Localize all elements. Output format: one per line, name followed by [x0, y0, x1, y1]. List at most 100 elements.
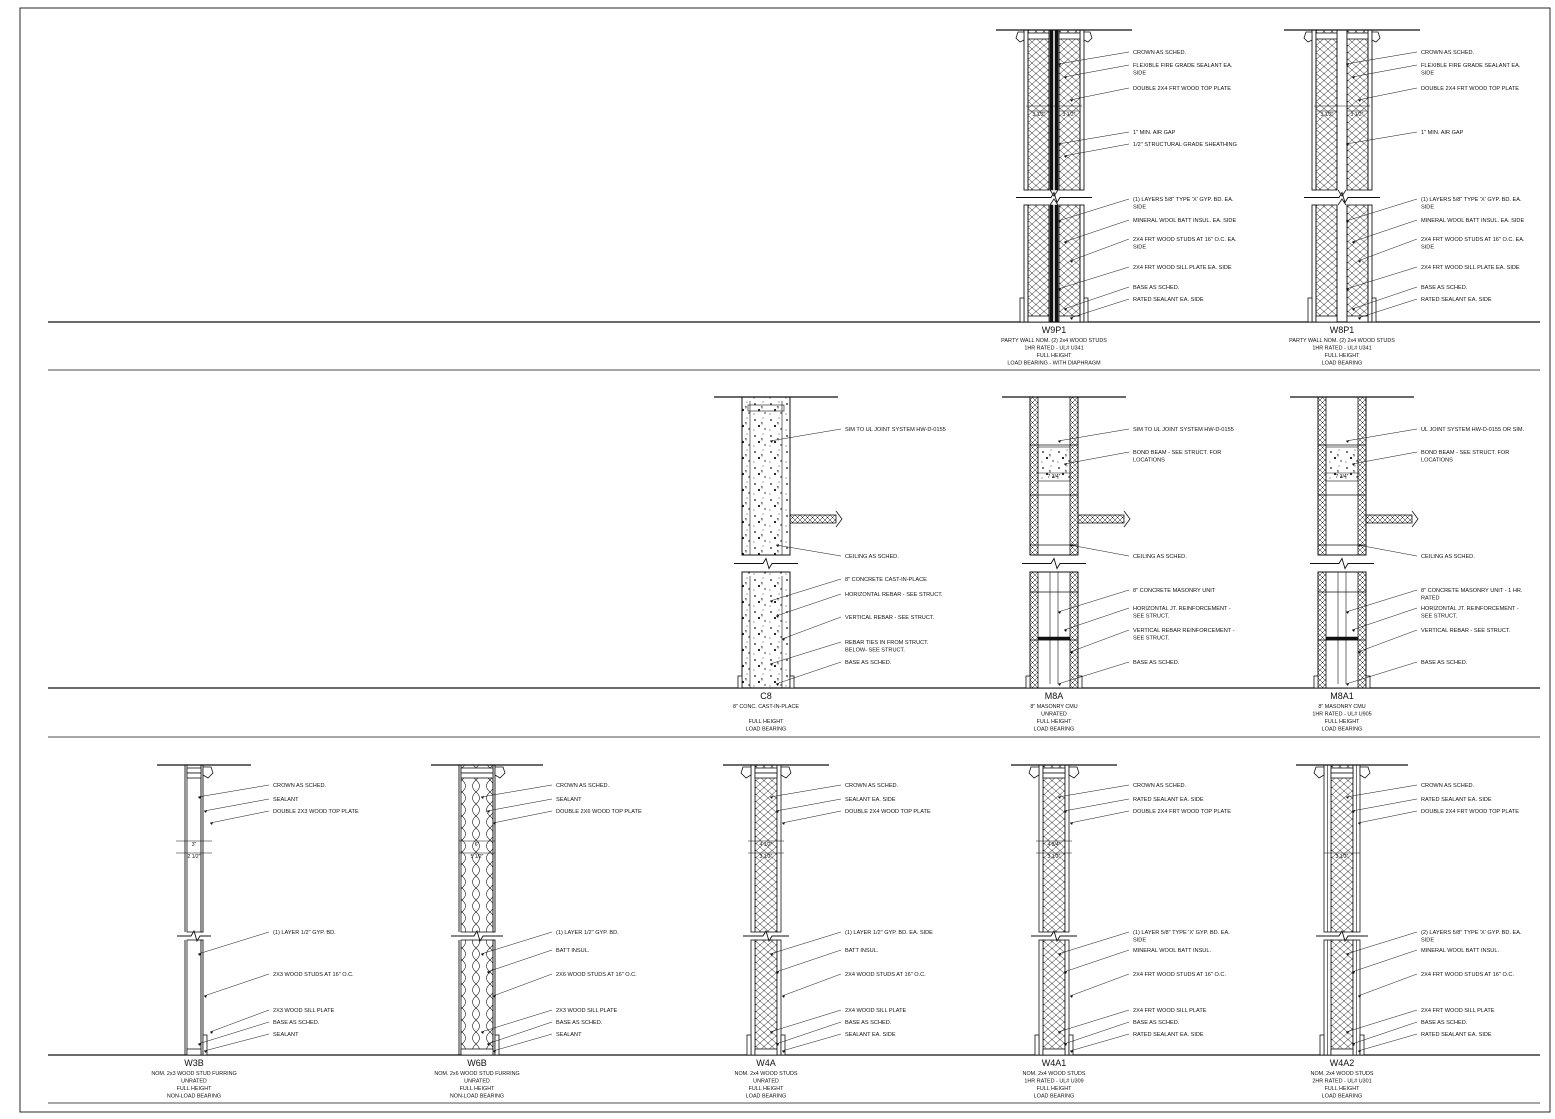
- stud-cavity: [1042, 939, 1066, 1056]
- sill-plate: [460, 1048, 494, 1056]
- cmu-face-shell: [1029, 396, 1039, 556]
- note-text: (1) LAYERS 5/8" TYPE 'X' GYP. BD. EA.SID…: [1421, 197, 1522, 211]
- note-text: 2X6 WOOD STUDS AT 16" O.C.: [556, 972, 637, 978]
- note-text: SEALANT: [273, 1032, 299, 1038]
- leader-arrow: [1352, 241, 1355, 244]
- leader-arrow: [493, 822, 496, 825]
- leader-line: [769, 1009, 842, 1033]
- leader-line: [480, 1009, 553, 1033]
- detail-description-line: 8" MASONRY CMU: [1030, 704, 1077, 710]
- leader-arrow: [1358, 260, 1361, 263]
- leader-line: [1351, 451, 1418, 465]
- leader-arrow: [782, 1050, 785, 1053]
- leader-line: [1069, 810, 1130, 824]
- cmu-face-shell: [1069, 571, 1079, 689]
- gyp-board: [200, 939, 204, 1056]
- leader-arrow: [1064, 308, 1067, 311]
- leader-arrow: [493, 1050, 496, 1053]
- cmu-face-shell: [1317, 571, 1327, 689]
- note-line: SEALANT: [273, 797, 299, 803]
- note-line: VERTICAL REBAR - SEE STRUCT.: [1421, 628, 1511, 634]
- note-text: BASE AS SCHED.: [1421, 1020, 1468, 1026]
- note-line: HORIZONTAL JT. REINFORCEMENT -: [1421, 606, 1519, 612]
- leader-line: [1345, 931, 1418, 955]
- dimension-label: 3 1/2": [1033, 112, 1046, 118]
- leader-arrow: [776, 544, 779, 547]
- note-line: CROWN AS SCHED.: [273, 783, 327, 789]
- note-text: CROWN AS SCHED.: [556, 783, 610, 789]
- leader-arrow: [770, 600, 773, 603]
- detail-description-line: NON-LOAD BEARING: [167, 1094, 221, 1100]
- detail-description-line: LOAD BEARING: [1034, 727, 1074, 733]
- leader-arrow: [1352, 76, 1355, 79]
- leader-arrow: [1064, 241, 1067, 244]
- note-text: CROWN AS SCHED.: [273, 783, 327, 789]
- note-text: RATED SEALANT EA. SIDE: [1421, 797, 1492, 803]
- note-line: HORIZONTAL REBAR - SEE STRUCT.: [845, 592, 943, 598]
- leader-arrow: [198, 796, 201, 799]
- note-line: SIDE: [1421, 938, 1434, 944]
- leader-line: [1069, 87, 1130, 101]
- diaphragm-sheathing: [1054, 29, 1059, 191]
- note-line: 2X4 FRT WOOD SILL PLATE: [1421, 1008, 1495, 1014]
- note-text: RATED SEALANT EA. SIDE: [1421, 297, 1492, 303]
- leader-line: [1057, 1009, 1130, 1033]
- leader-arrow: [204, 995, 207, 998]
- gyp-board-right: [1079, 29, 1085, 191]
- leader-line: [769, 784, 842, 798]
- break-line: [1304, 191, 1380, 204]
- base-left: [746, 1034, 752, 1056]
- detail-tag: W4A: [756, 1058, 776, 1068]
- sill-plate: [1058, 315, 1081, 323]
- leader-line: [203, 798, 270, 812]
- leader-line: [1063, 949, 1130, 973]
- note-text: SEALANT EA. SIDE: [845, 1032, 896, 1038]
- leader-arrow: [481, 1031, 484, 1034]
- detail-description-line: 1HR RATED - UL# U905: [1312, 712, 1371, 718]
- note-line: 2X3 WOOD STUDS AT 16" O.C.: [273, 972, 354, 978]
- note-text: FLEXIBLE FIRE GRADE SEALANT EA.SIDE: [1133, 63, 1233, 77]
- leader-line: [197, 931, 270, 955]
- note-line: BASE AS SCHED.: [1421, 660, 1468, 666]
- note-line: SEALANT: [556, 797, 582, 803]
- leader-line: [197, 784, 270, 798]
- cmu-face-shell: [1069, 396, 1079, 556]
- note-text: (1) LAYERS 5/8" TYPE 'X' GYP. BD. EA.SID…: [1133, 197, 1234, 211]
- note-text: SEALANT: [273, 797, 299, 803]
- leader-arrow: [1058, 953, 1061, 956]
- base-left: [1307, 297, 1313, 323]
- top-plate: [1330, 772, 1354, 779]
- wall-detail-m8a1: 7 3/4"UL JOINT SYSTEM HW-D-0155 OR SIM.B…: [1290, 396, 1525, 733]
- note-line: DOUBLE 2X6 WOOD TOP PLATE: [556, 809, 642, 815]
- sill-plate: [1346, 315, 1369, 323]
- top-plate: [1058, 32, 1081, 40]
- leader-line: [1063, 607, 1130, 631]
- note-line: VERTICAL REBAR REINFORCEMENT -: [1133, 628, 1235, 634]
- bond-beam: [1325, 446, 1359, 482]
- detail-description-line: 8" MASONRY CMU: [1318, 704, 1365, 710]
- detail-tag: W3B: [184, 1058, 204, 1068]
- note-line: 2X4 WOOD STUDS AT 16" O.C.: [845, 972, 926, 978]
- dimension-label: 3 1/2": [1351, 112, 1364, 118]
- note-text: DOUBLE 2X6 WOOD TOP PLATE: [556, 809, 642, 815]
- leader-arrow: [1352, 971, 1355, 974]
- note-line: SEALANT: [273, 1032, 299, 1038]
- gyp-board: [200, 764, 204, 933]
- gyp-board-left: [1023, 204, 1029, 323]
- leader-line: [1069, 238, 1130, 262]
- detail-tag: M8A1: [1330, 691, 1354, 701]
- wall-details: 3 1/2" 3 1/2" CROWN AS SCHED. FLEXIBLE FIRE…: [151, 29, 1525, 1100]
- note-text: MINERAL WOOL BATT INSUL.: [1421, 948, 1499, 954]
- leader-line: [1057, 198, 1130, 222]
- detail-tag: C8: [760, 691, 772, 701]
- note-text: BASE AS SCHED.: [1421, 285, 1468, 291]
- detail-description-line: 1HR RATED - UL# U341: [1312, 346, 1371, 352]
- note-line: 2X3 WOOD SILL PLATE: [556, 1008, 618, 1014]
- break-line: [1016, 191, 1092, 204]
- diaphragm-sheathing: [1054, 204, 1059, 323]
- dimension-label: 6": [475, 842, 480, 848]
- leader-line: [1057, 266, 1130, 290]
- note-line: SEALANT: [556, 1032, 582, 1038]
- break-line: [451, 929, 503, 943]
